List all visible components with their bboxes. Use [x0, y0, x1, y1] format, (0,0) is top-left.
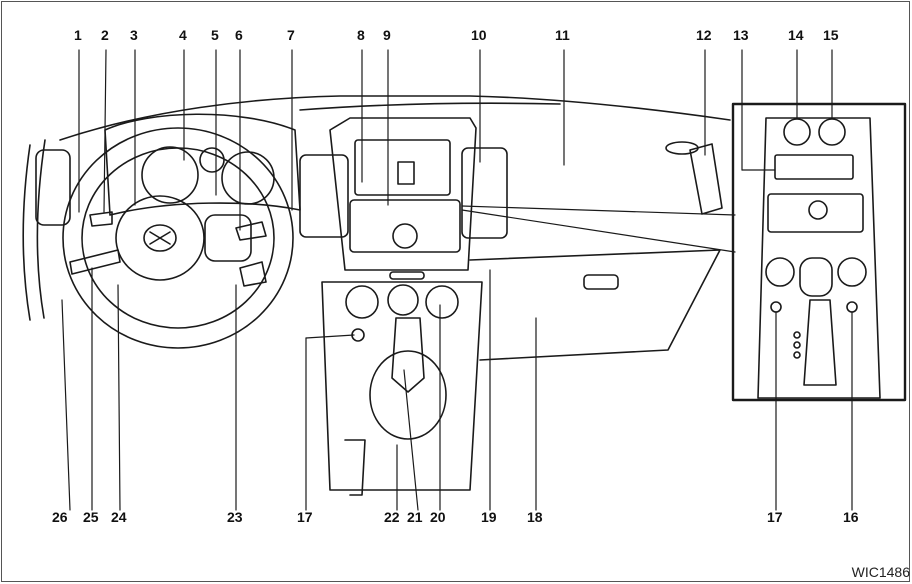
callout-24: 24	[111, 509, 127, 525]
audio-knob	[392, 223, 418, 249]
callout-17-inset: 17	[767, 509, 783, 525]
center-stack	[329, 117, 477, 271]
callout-16: 16	[843, 509, 859, 525]
callout-7: 7	[287, 27, 295, 43]
shift-lever	[391, 317, 425, 393]
callout-19: 19	[481, 509, 497, 525]
inset-console	[757, 117, 881, 399]
callout-14: 14	[788, 27, 804, 43]
callout-6: 6	[235, 27, 243, 43]
audio-unit	[349, 199, 461, 253]
inset-knob-15	[818, 118, 846, 146]
steering-wheel-outer	[62, 127, 294, 349]
callout-4: 4	[179, 27, 187, 43]
audio-display	[354, 139, 451, 196]
center-right-vent	[461, 147, 508, 239]
callout-12: 12	[696, 27, 712, 43]
climate-knob-center	[387, 284, 419, 316]
callout-3: 3	[130, 27, 138, 43]
climate-knob-right	[425, 285, 459, 319]
callout-5: 5	[211, 27, 219, 43]
callout-26: 26	[52, 509, 68, 525]
figure-code: WIC1486	[851, 564, 910, 580]
callout-25: 25	[83, 509, 99, 525]
left-door-edge	[22, 144, 31, 321]
tachometer	[221, 151, 275, 205]
inset-display	[774, 154, 854, 180]
steering-wheel-hub	[115, 195, 205, 281]
left-vent	[35, 149, 71, 226]
speedometer	[141, 146, 199, 204]
inset-box	[731, 102, 907, 402]
instrument-hood	[104, 113, 301, 216]
callout-8: 8	[357, 27, 365, 43]
callout-21: 21	[407, 509, 423, 525]
glove-box	[469, 249, 721, 361]
center-left-vent	[299, 154, 349, 238]
dashboard-top-line	[59, 95, 731, 141]
callout-9: 9	[383, 27, 391, 43]
lower-console	[321, 281, 483, 491]
callout-15: 15	[823, 27, 839, 43]
steering-wheel-inner	[81, 147, 275, 329]
climate-knob-left	[345, 285, 379, 319]
callout-17-main: 17	[297, 509, 313, 525]
callout-18: 18	[527, 509, 543, 525]
callout-10: 10	[471, 27, 487, 43]
right-vent	[689, 143, 723, 215]
callout-22: 22	[384, 509, 400, 525]
callout-20: 20	[430, 509, 446, 525]
callout-11: 11	[555, 27, 570, 43]
callout-23: 23	[227, 509, 243, 525]
callout-13: 13	[733, 27, 749, 43]
left-stalk	[69, 249, 121, 275]
right-stalk	[235, 221, 267, 241]
inset-knob-14	[783, 118, 811, 146]
callout-1: 1	[74, 27, 82, 43]
callout-2: 2	[101, 27, 109, 43]
